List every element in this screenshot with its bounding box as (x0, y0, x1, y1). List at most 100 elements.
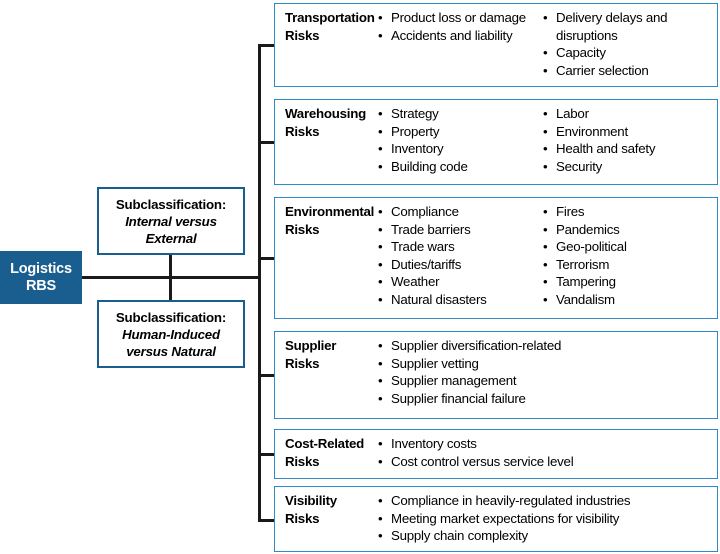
risk-title-line1: Cost-Related (285, 436, 365, 451)
risk-column-a: Inventory costs Cost control versus serv… (378, 435, 717, 473)
list-item: Weather (378, 273, 543, 291)
subclassification-node-internal-external[interactable]: Subclassification: Internal versus Exter… (97, 187, 245, 255)
risk-title-line1: Environmental (285, 204, 375, 219)
list-item: Security (543, 158, 717, 176)
subclassification-node-human-induced-natural[interactable]: Subclassification: Human-Induced versus … (97, 300, 245, 368)
list-item: Supplier vetting (378, 355, 717, 373)
risk-title-line2: Risks (285, 355, 320, 371)
list-item: Environment (543, 123, 717, 141)
root-node-label-line1: Logistics (10, 260, 72, 277)
risk-title-line2: Risks (285, 123, 320, 139)
connector-branch-transportation (258, 44, 275, 47)
risk-column-b: Fires Pandemics Geo-political Terrorism … (543, 203, 717, 313)
subclassification-1-detail-line1: Internal versus (125, 213, 217, 229)
list-item: Tampering (543, 273, 717, 291)
bullet-list-a: Strategy Property Inventory Building cod… (378, 105, 543, 175)
risk-column-a: Compliance Trade barriers Trade wars Dut… (378, 203, 543, 313)
risk-node-warehousing[interactable]: Warehousing Risks Strategy Property Inve… (274, 99, 718, 185)
connector-branch-environmental (258, 257, 275, 260)
bullet-list-a: Product loss or damage Accidents and lia… (378, 9, 543, 44)
risk-node-environmental-title: Environmental Risks (275, 203, 378, 313)
list-item: Carrier selection (543, 62, 717, 80)
list-item: Duties/tariffs (378, 256, 543, 274)
connector-branch-supplier (258, 374, 275, 377)
risk-node-visibility-title: Visibility Risks (275, 492, 378, 546)
list-item: Vandalism (543, 291, 717, 309)
list-item: Health and safety (543, 140, 717, 158)
risk-column-b: Delivery delays and disruptions Capacity… (543, 9, 717, 81)
connector-risk-trunk (258, 44, 261, 521)
list-item: Delivery delays and disruptions (543, 9, 717, 44)
risk-node-cost-related-title: Cost-Related Risks (275, 435, 378, 473)
list-item: Inventory (378, 140, 543, 158)
connector-branch-cost-related (258, 453, 275, 456)
risk-node-transportation[interactable]: Transportation Risks Product loss or dam… (274, 3, 718, 87)
risk-title-line2: Risks (285, 510, 320, 526)
list-item: Supply chain complexity (378, 527, 717, 545)
risk-column-b: Labor Environment Health and safety Secu… (543, 105, 717, 179)
risk-node-warehousing-title: Warehousing Risks (275, 105, 378, 179)
risk-node-supplier[interactable]: Supplier Risks Supplier diversification-… (274, 331, 718, 419)
bullet-list-a: Supplier diversification-related Supplie… (378, 337, 717, 407)
risk-node-transportation-title: Transportation Risks (275, 9, 378, 81)
connector-root-to-trunk (169, 276, 261, 279)
list-item: Supplier management (378, 372, 717, 390)
subclassification-2-detail-line1: Human-Induced (122, 326, 220, 342)
bullet-list-a: Compliance in heavily-regulated industri… (378, 492, 717, 545)
risk-node-transportation-columns: Product loss or damage Accidents and lia… (378, 9, 717, 81)
risk-node-environmental[interactable]: Environmental Risks Compliance Trade bar… (274, 197, 718, 319)
root-node-label-line2: RBS (25, 277, 56, 294)
risk-node-cost-related-columns: Inventory costs Cost control versus serv… (378, 435, 717, 473)
connector-branch-warehousing (258, 141, 275, 144)
risk-title-line1: Visibility (285, 493, 337, 508)
risk-column-a: Supplier diversification-related Supplie… (378, 337, 717, 413)
list-item: Strategy (378, 105, 543, 123)
subclassification-2-detail-line2: versus Natural (126, 343, 216, 359)
risk-column-a: Compliance in heavily-regulated industri… (378, 492, 717, 546)
bullet-list-b: Fires Pandemics Geo-political Terrorism … (543, 203, 717, 308)
risk-node-supplier-columns: Supplier diversification-related Supplie… (378, 337, 717, 413)
connector-branch-visibility (258, 519, 275, 522)
list-item: Property (378, 123, 543, 141)
risk-node-supplier-title: Supplier Risks (275, 337, 378, 413)
list-item: Natural disasters (378, 291, 543, 309)
risk-title-line1: Warehousing (285, 106, 366, 121)
bullet-list-a: Inventory costs Cost control versus serv… (378, 435, 717, 470)
list-item: Pandemics (543, 221, 717, 239)
list-item: Supplier diversification-related (378, 337, 717, 355)
list-item: Compliance (378, 203, 543, 221)
risk-title-line1: Supplier (285, 338, 337, 353)
risk-title-line2: Risks (285, 27, 320, 43)
risk-node-cost-related[interactable]: Cost-Related Risks Inventory costs Cost … (274, 429, 718, 479)
list-item: Fires (543, 203, 717, 221)
subclassification-1-title: Subclassification: (115, 196, 227, 212)
bullet-list-a: Compliance Trade barriers Trade wars Dut… (378, 203, 543, 308)
list-item: Supplier financial failure (378, 390, 717, 408)
list-item: Product loss or damage (378, 9, 543, 27)
list-item: Cost control versus service level (378, 453, 717, 471)
list-item: Trade wars (378, 238, 543, 256)
bullet-list-b: Labor Environment Health and safety Secu… (543, 105, 717, 175)
risk-column-a: Product loss or damage Accidents and lia… (378, 9, 543, 81)
risk-node-warehousing-columns: Strategy Property Inventory Building cod… (378, 105, 717, 179)
risk-title-line2: Risks (285, 453, 320, 469)
list-item: Trade barriers (378, 221, 543, 239)
list-item: Building code (378, 158, 543, 176)
risk-column-a: Strategy Property Inventory Building cod… (378, 105, 543, 179)
list-item: Compliance in heavily-regulated industri… (378, 492, 717, 510)
risk-node-visibility[interactable]: Visibility Risks Compliance in heavily-r… (274, 486, 718, 552)
subclassification-2-title: Subclassification: (115, 309, 227, 325)
connector-root-horizontal (82, 276, 171, 279)
list-item: Labor (543, 105, 717, 123)
risk-title-line1: Transportation (285, 10, 375, 25)
risk-node-visibility-columns: Compliance in heavily-regulated industri… (378, 492, 717, 546)
list-item: Inventory costs (378, 435, 717, 453)
list-item: Terrorism (543, 256, 717, 274)
risk-title-line2: Risks (285, 221, 320, 237)
subclassification-1-detail-line2: External (145, 230, 197, 246)
root-node-label: Logistics RBS (10, 261, 72, 295)
root-node-logistics-rbs[interactable]: Logistics RBS (0, 251, 82, 304)
list-item: Meeting market expectations for visibili… (378, 510, 717, 528)
risk-node-environmental-columns: Compliance Trade barriers Trade wars Dut… (378, 203, 717, 313)
